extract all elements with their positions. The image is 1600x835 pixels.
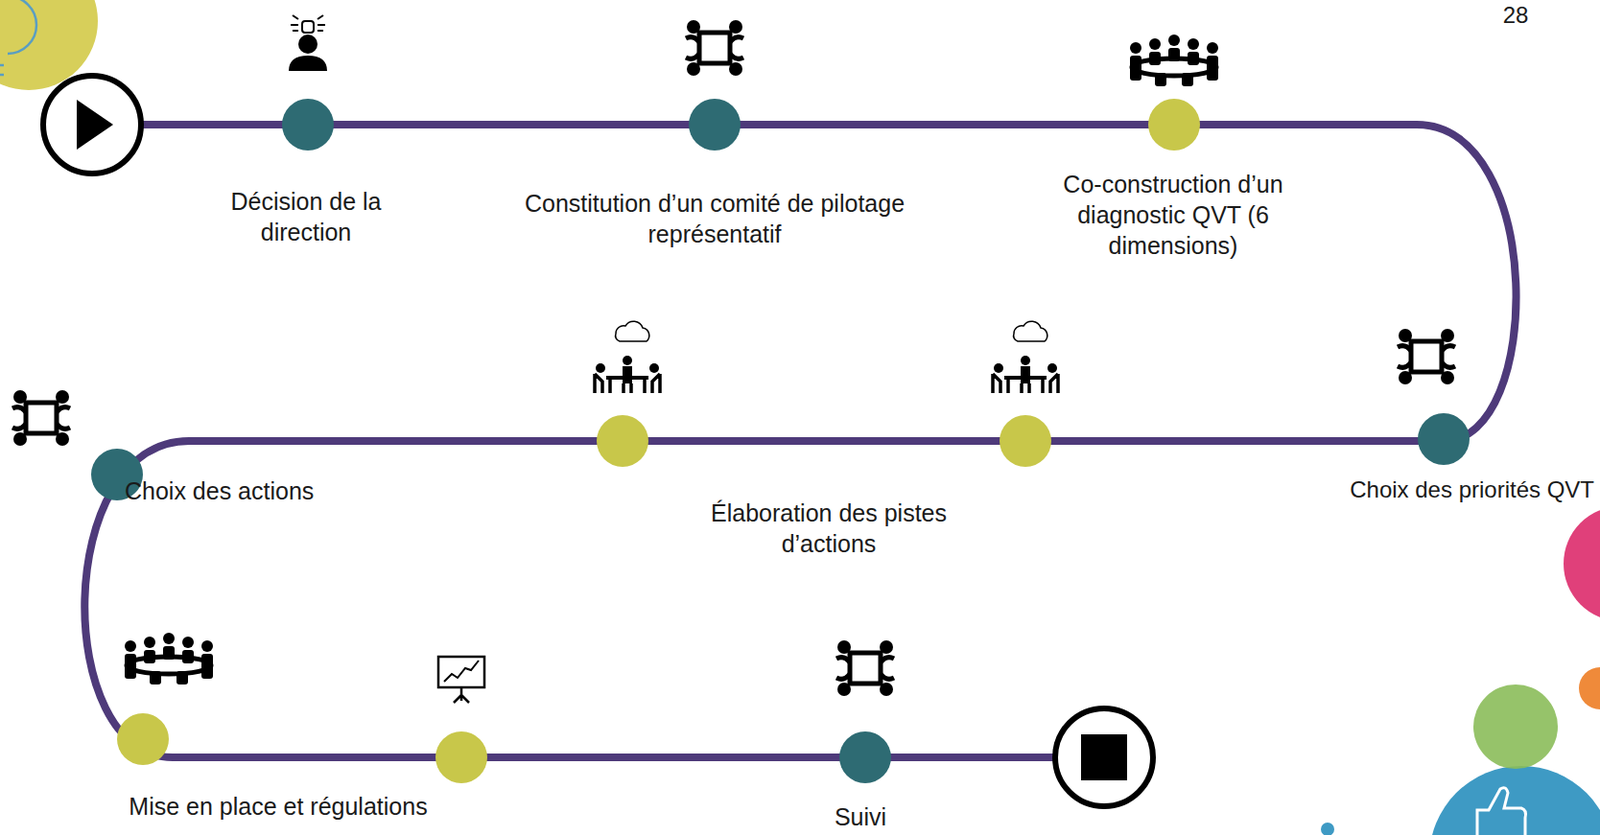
step-label: Décision de la direction [205,186,407,248]
step-label: Choix des actions [124,475,375,507]
step-label: Suivi [812,801,909,833]
step-label: Élaboration des pistes d’actions [684,497,973,560]
step-label: Mise en place et régulations [86,791,471,823]
step-label: Co-construction d’un diagnostic QVT (6 d… [1034,168,1313,261]
step-label: Constitution d’un comité de pilotage rep… [513,188,917,250]
page-number: 28 [1486,0,1545,31]
step-label: Choix des priorités QVT [1268,474,1595,506]
